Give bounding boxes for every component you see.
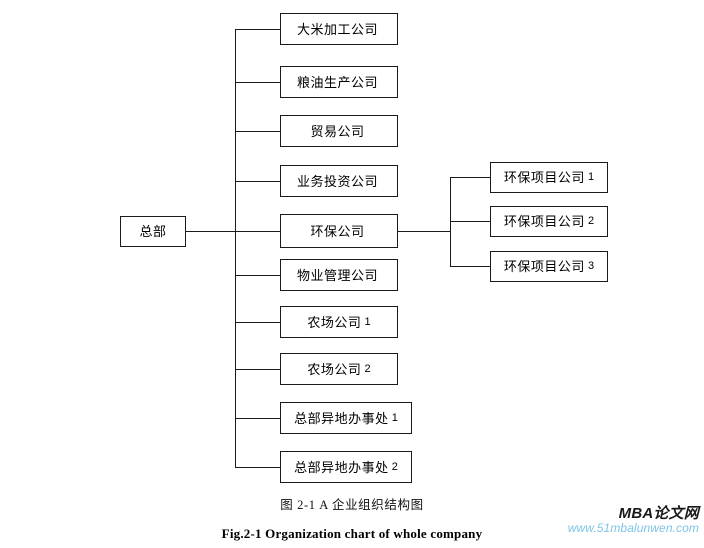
org-node-label: 环保项目公司: [503, 214, 585, 229]
org-node-division-6[interactable]: 物业管理公司: [280, 259, 398, 291]
org-node-label: 贸易公司: [310, 123, 365, 139]
org-node-label: 物业管理公司: [296, 267, 378, 283]
org-node-division-5[interactable]: 环保公司: [280, 214, 398, 248]
watermark-url: www.51mbalunwen.com: [567, 521, 699, 536]
org-node-label: 农场公司: [307, 314, 362, 330]
org-node-label: 大米加工公司: [296, 21, 378, 37]
branch-line-2: [235, 82, 280, 83]
branch-line-1: [235, 29, 280, 30]
sub-branch-line-1: [450, 177, 490, 178]
branch-line-8: [235, 369, 280, 370]
org-node-root[interactable]: 总部: [120, 216, 186, 247]
org-node-index: 1: [364, 315, 371, 328]
org-node-index: 1: [391, 411, 398, 424]
org-node-label: 总部异地办事处: [294, 410, 389, 426]
branch-line-4: [235, 181, 280, 182]
branch-line-9: [235, 418, 280, 419]
org-node-root-label: 总部: [139, 224, 167, 239]
org-node-label: 环保项目公司: [503, 170, 585, 185]
branch-line-6: [235, 275, 280, 276]
watermark-brand: MBA论文网: [618, 505, 699, 522]
root-connector-line: [186, 231, 236, 232]
org-node-index: 2: [391, 460, 398, 473]
org-node-label: 业务投资公司: [296, 173, 378, 189]
figure-caption: 图 2-1 A 企业组织结构图 Fig.2-1 Organization cha…: [0, 494, 704, 542]
org-node-index: 2: [587, 215, 595, 227]
branch-line-5: [235, 231, 280, 232]
org-node-index: 3: [587, 260, 595, 272]
org-node-label: 环保公司: [310, 223, 365, 239]
caption-chinese: 图 2-1 A 企业组织结构图: [280, 498, 424, 512]
caption-english: Fig.2-1 Organization chart of whole comp…: [221, 526, 483, 541]
org-node-label: 总部异地办事处: [294, 459, 389, 475]
branch-line-10: [235, 467, 280, 468]
sub-root-connector-line: [398, 231, 450, 232]
org-node-index: 2: [364, 362, 371, 375]
org-node-label: 农场公司: [307, 361, 362, 377]
main-trunk-line: [235, 29, 236, 467]
sub-branch-line-3: [450, 266, 490, 267]
org-node-label: 环保项目公司: [503, 259, 585, 274]
org-node-division-3[interactable]: 贸易公司: [280, 115, 398, 147]
org-node-division-4[interactable]: 业务投资公司: [280, 165, 398, 197]
watermark: MBA论文网 www.51mbalunwen.com: [568, 505, 699, 536]
org-node-division-2[interactable]: 粮油生产公司: [280, 66, 398, 98]
org-node-label: 粮油生产公司: [296, 74, 378, 90]
sub-branch-line-2: [450, 221, 490, 222]
org-node-index: 1: [587, 171, 595, 183]
org-node-division-1[interactable]: 大米加工公司: [280, 13, 398, 45]
branch-line-3: [235, 131, 280, 132]
branch-line-7: [235, 322, 280, 323]
